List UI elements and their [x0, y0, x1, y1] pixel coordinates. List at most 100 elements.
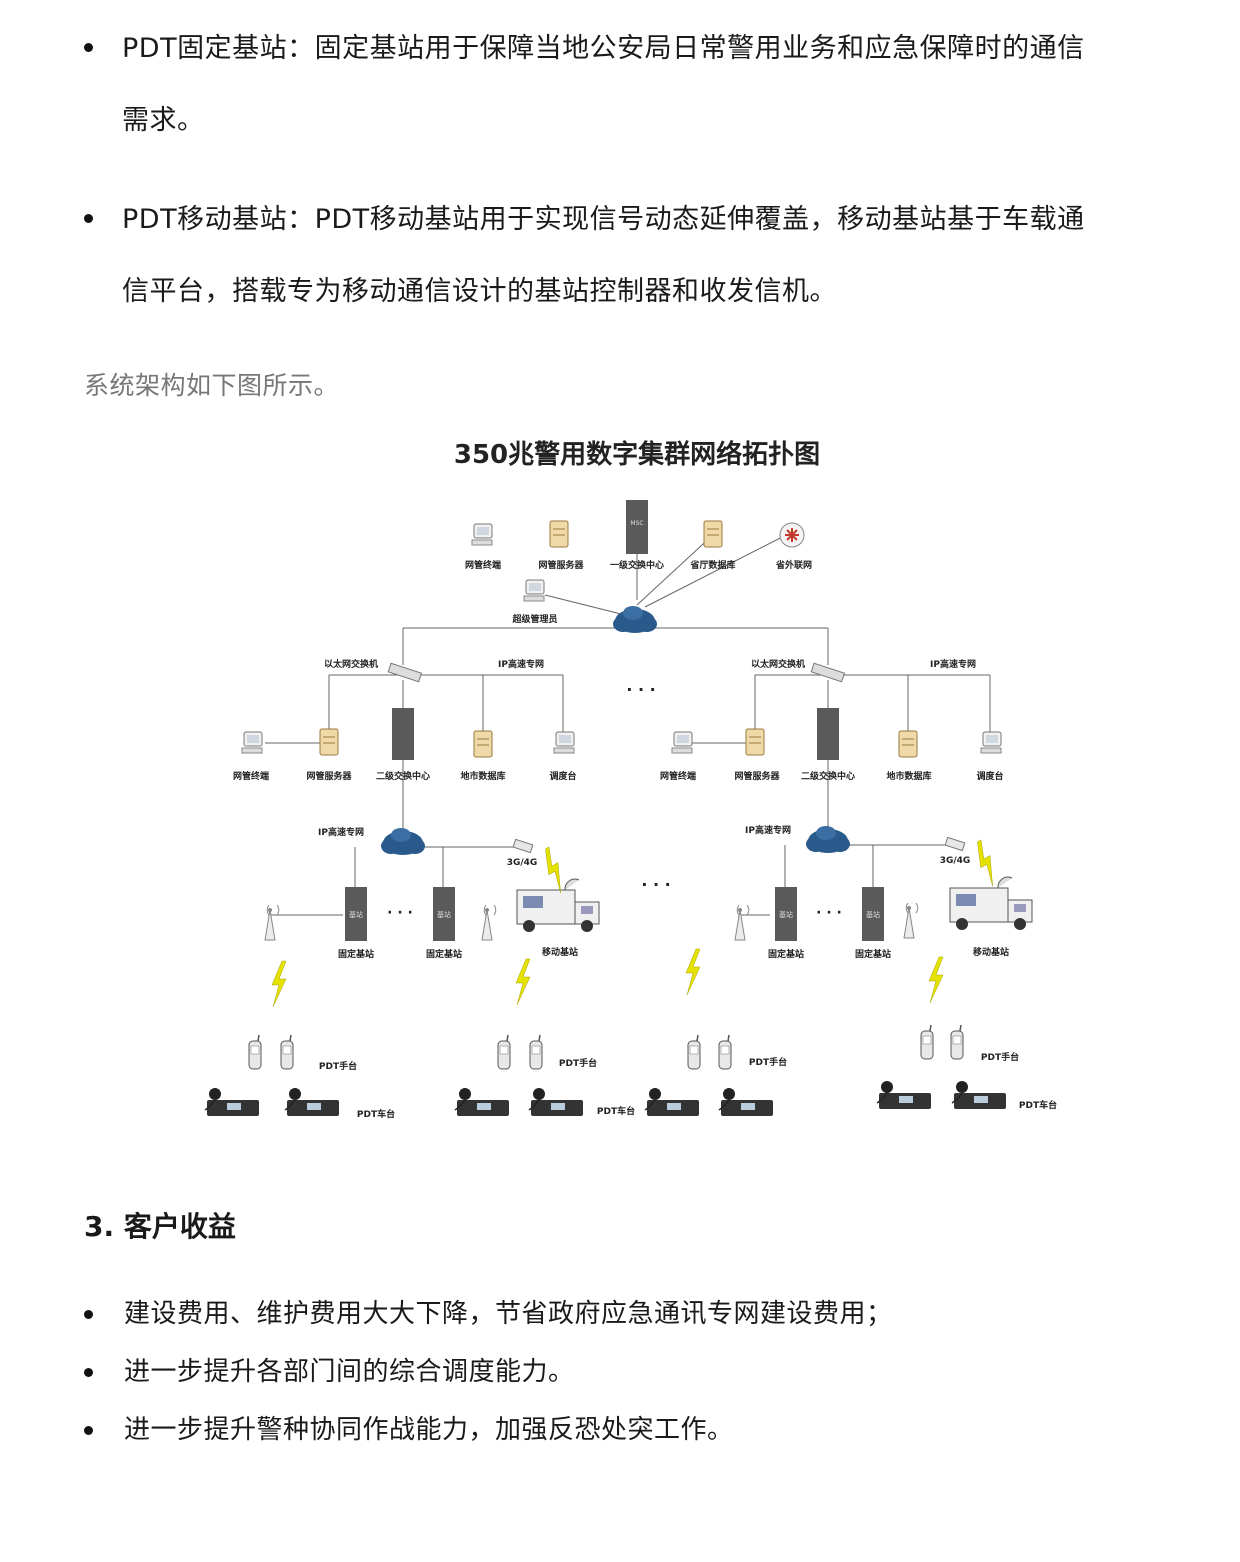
bullet-text-line: PDT移动基站：PDT移动基站用于实现信号动态延伸覆盖，移动基站基于车载通 [122, 204, 1085, 235]
antenna-icon [264, 904, 280, 941]
base-station-icon [775, 887, 797, 941]
router-icon [779, 522, 805, 548]
node-label: 网管终端 [465, 559, 501, 571]
handset-icon [529, 1034, 543, 1070]
base-station-icon [345, 887, 367, 941]
car-radio-icon [204, 1087, 260, 1117]
car-radio-icon [528, 1087, 584, 1117]
node-label: 移动基站 [973, 946, 1009, 958]
msc-switch-icon [626, 500, 648, 554]
node-label: 网管服务器 [306, 770, 352, 782]
handset-icon [920, 1024, 934, 1060]
node-label: 地市数据库 [460, 770, 505, 782]
mobile-station-truck-icon [516, 878, 600, 933]
node-label: 固定基站 [426, 948, 462, 960]
benefit-text: 进一步提升各部门间的综合调度能力。 [124, 1357, 575, 1387]
node-label: 二级交换中心 [801, 770, 855, 782]
antenna-icon [734, 904, 750, 941]
node-label: 以太网交换机 [324, 658, 378, 670]
router-icon [512, 838, 534, 854]
section-heading: 3. 客户收益 [84, 1210, 236, 1243]
node-label: 网管服务器 [538, 559, 584, 571]
base-station-icon [862, 887, 884, 941]
ellipsis-label: · · · [816, 905, 842, 921]
server-icon [898, 730, 918, 758]
car-radio-icon [644, 1087, 700, 1117]
handset-icon [687, 1034, 701, 1070]
lightning-icon [968, 839, 1005, 888]
node-label: 网管终端 [233, 770, 269, 782]
handset-icon [280, 1034, 294, 1070]
node-label: PDT车台 [597, 1105, 635, 1117]
handset-icon [248, 1034, 262, 1070]
cloud-icon [613, 606, 657, 633]
server-icon [745, 728, 765, 756]
handset-icon [497, 1034, 511, 1070]
lightning-icon [685, 948, 701, 996]
switch-icon [810, 662, 845, 683]
car-radio-icon [876, 1080, 932, 1110]
server-icon [473, 730, 493, 758]
car-radio-icon [454, 1087, 510, 1117]
node-label: 3G/4G [940, 856, 971, 866]
base-station-label: 基站 [866, 910, 880, 919]
base-station-icon [433, 887, 455, 941]
node-label: 调度台 [976, 770, 1003, 782]
cloud-icon [806, 826, 850, 853]
node-label: PDT车台 [357, 1108, 395, 1120]
diagram-icons [204, 500, 1033, 1117]
diagram-title: 350兆警用数字集群网络拓扑图 [454, 439, 820, 470]
bullet-list-top: PDT固定基站：固定基站用于保障当地公安局日常警用业务和应急保障时的通信 需求。… [84, 13, 1154, 328]
handset-icon [718, 1034, 732, 1070]
car-radio-icon [718, 1087, 774, 1117]
bullet-text-line: 信平台，搭载专为移动通信设计的基站控制器和收发信机。 [122, 276, 837, 307]
handset-icon [950, 1024, 964, 1060]
lightning-icon [271, 960, 287, 1008]
node-label: 省外联网 [775, 559, 812, 571]
topology-svg: 350兆警用数字集群网络拓扑图 MSC 网管终端 网管服务器 一级交换中心 省厅… [204, 439, 1057, 1120]
bullet-icon [84, 1310, 93, 1319]
monitor-icon [553, 731, 575, 754]
car-radio-icon [951, 1080, 1007, 1110]
bullet-icon [84, 43, 93, 52]
msc-switch-icon [817, 708, 839, 760]
bullet-text-line: PDT固定基站：固定基站用于保障当地公安局日常警用业务和应急保障时的通信 [122, 33, 1085, 64]
connection-lines [265, 530, 991, 916]
node-label: 移动基站 [542, 946, 578, 958]
node-label: IP高速专网 [745, 824, 791, 836]
node-label: 3G/4G [507, 858, 538, 868]
node-label: PDT手台 [749, 1056, 787, 1068]
node-label: IP高速专网 [318, 826, 364, 838]
car-radio-icon [284, 1087, 340, 1117]
lightning-icon [515, 958, 531, 1006]
lightning-icon [928, 956, 944, 1004]
benefit-text: 进一步提升警种协同作战能力，加强反恐处突工作。 [124, 1415, 734, 1445]
router-icon [944, 836, 966, 852]
msc-switch-icon [392, 708, 414, 760]
node-label: 省厅数据库 [689, 559, 735, 571]
ellipsis-label: · · · [641, 875, 670, 894]
server-icon [703, 520, 723, 548]
node-label: PDT手台 [981, 1051, 1019, 1063]
node-label: PDT手台 [319, 1060, 357, 1072]
server-icon [549, 520, 569, 548]
monitor-icon [671, 731, 693, 754]
ellipsis-label: · · · [626, 680, 655, 699]
mobile-station-truck-icon [949, 876, 1033, 931]
network-topology-diagram: 350兆警用数字集群网络拓扑图 MSC 网管终端 网管服务器 一级交换中心 省厅… [195, 425, 1075, 1145]
bullet-icon [84, 214, 93, 223]
admin-computer-icon [523, 579, 545, 602]
node-label: 二级交换中心 [376, 770, 430, 782]
server-icon [319, 728, 339, 756]
node-label: 固定基站 [855, 948, 891, 960]
intro-text: 系统架构如下图所示。 [84, 371, 340, 400]
bullet-icon [84, 1426, 93, 1435]
ellipsis-label: · · · [387, 905, 413, 921]
node-label: 地市数据库 [886, 770, 931, 782]
antenna-icon [481, 904, 497, 941]
base-station-label: 基站 [437, 910, 451, 919]
monitor-icon [471, 523, 493, 546]
base-station-label: 基站 [779, 910, 793, 919]
benefits-list: 建设费用、维护费用大大下降，节省政府应急通讯专网建设费用； 进一步提升各部门间的… [84, 1285, 1154, 1459]
node-label: 固定基站 [768, 948, 804, 960]
